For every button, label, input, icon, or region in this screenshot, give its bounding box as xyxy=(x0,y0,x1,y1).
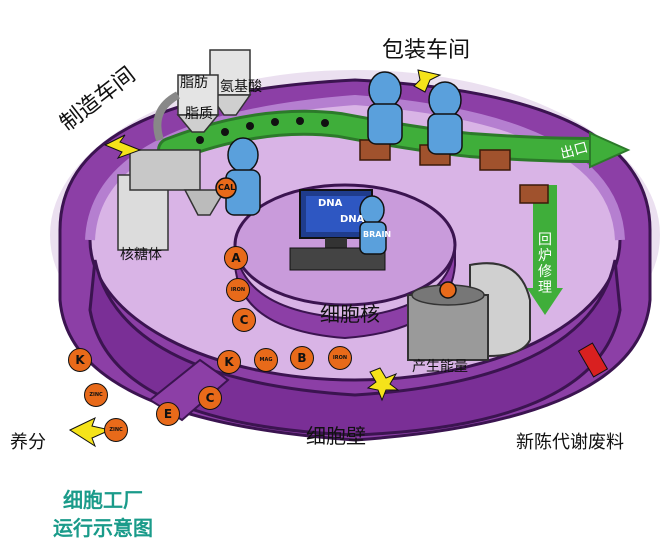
recycle-arrow-head xyxy=(527,288,563,315)
dna-screen xyxy=(306,196,366,232)
brain-label: BRAIN xyxy=(363,230,392,239)
nutrient-badge: K xyxy=(217,350,241,374)
nutrient-badge: E xyxy=(156,402,180,426)
packaging-label: 包装车间 xyxy=(382,38,471,63)
ribosome-label: 核糖体 xyxy=(120,247,162,263)
nutrient-badge: IRON xyxy=(226,278,250,302)
wall-rim xyxy=(85,94,625,241)
amino-acid-label: 氨基酸 xyxy=(220,79,262,95)
nutrient-badge: B xyxy=(290,346,314,370)
product-boxes xyxy=(359,139,549,204)
manufacturing-arrow-icon xyxy=(103,134,142,159)
spark-icon xyxy=(366,367,400,402)
dna-label-2: DNA xyxy=(340,214,365,225)
packaging-arrow-icon xyxy=(413,69,442,93)
keyboard-desk xyxy=(289,247,386,271)
caption-line-1: 细胞工厂 xyxy=(63,488,143,512)
nucleus-wall xyxy=(234,244,456,340)
ribosome-machine xyxy=(117,149,227,251)
energy-label: 产生能量 xyxy=(412,359,468,375)
conveyor-rollers xyxy=(196,117,329,144)
fat-quality-label: 脂质 xyxy=(185,106,213,122)
nutrient-badge: ZINC xyxy=(104,418,128,442)
nutrient-badge: IRON xyxy=(328,346,352,370)
nucleus-worker-body xyxy=(359,221,387,255)
caption-line-2: 运行示意图 xyxy=(53,516,153,540)
cell-wall-front xyxy=(88,259,622,437)
exit-arrow-head xyxy=(589,131,631,169)
energy-machine xyxy=(407,262,531,361)
monitor-stand xyxy=(325,238,347,248)
manufacturing-worker xyxy=(215,137,261,216)
storage-tanks xyxy=(153,49,252,142)
recycle-label: 回炉修理 xyxy=(538,232,552,296)
nutrient-badge: C xyxy=(198,386,222,410)
nutrient-badge: ZINC xyxy=(84,383,108,407)
cal-label: CAL xyxy=(218,183,236,192)
nutrient-badge: C xyxy=(232,308,256,332)
packaging-workers xyxy=(367,71,463,155)
nutrient-badge: A xyxy=(224,246,248,270)
nutrient-badge: MAG xyxy=(254,348,278,372)
waste-dynamite-icon xyxy=(577,342,609,378)
cell-wall-label: 细胞壁 xyxy=(306,424,366,448)
waste-label: 新陈代谢废料 xyxy=(516,432,624,453)
lipid-label: 脂肪 xyxy=(180,75,208,91)
dna-label-1: DNA xyxy=(318,198,343,209)
nutrient-badge: K xyxy=(68,348,92,372)
nucleus-label: 细胞核 xyxy=(320,302,380,326)
nutrients-label: 养分 xyxy=(10,432,46,453)
